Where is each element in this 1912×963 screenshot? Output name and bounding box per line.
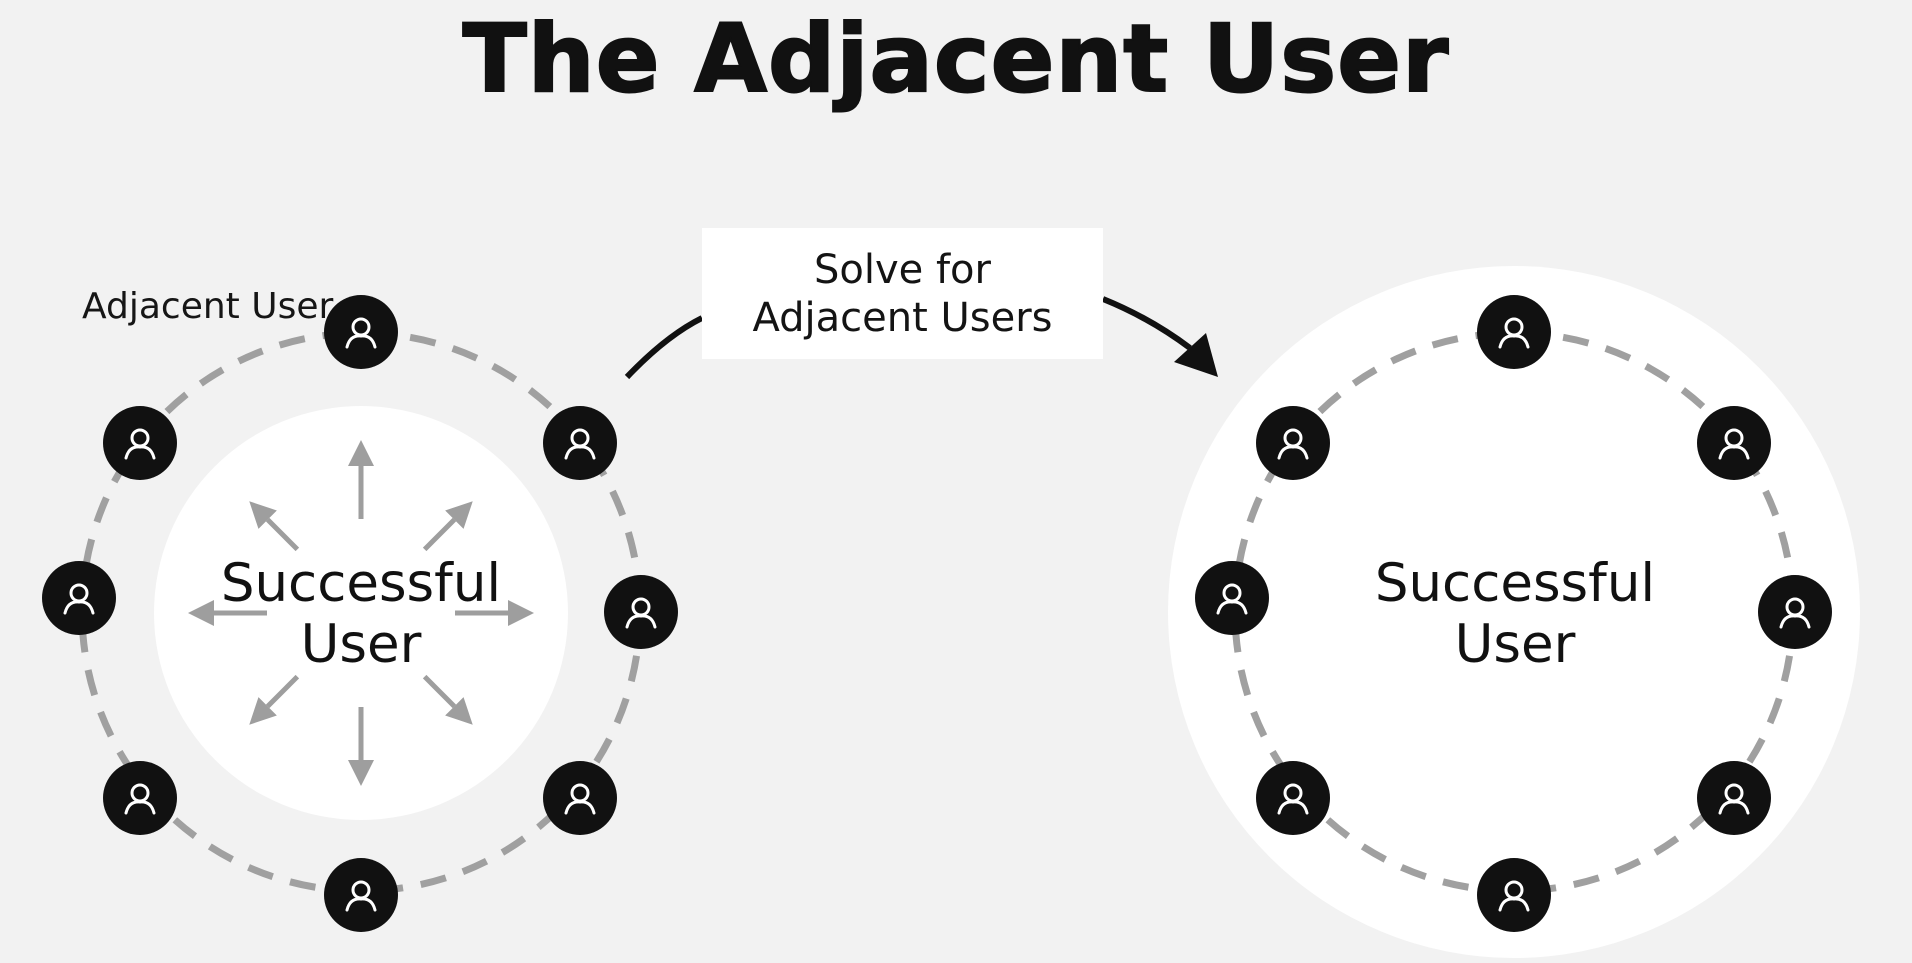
expand-arrow [249, 501, 300, 552]
user-icon [1758, 575, 1832, 649]
left-center-line-2: User [300, 614, 422, 675]
user-icon [103, 761, 177, 835]
page-title: The Adjacent User [462, 5, 1450, 114]
expand-arrow [249, 674, 300, 725]
right-center-line-2: User [1454, 614, 1576, 675]
user-icon [1256, 406, 1330, 480]
right-center-label: Successful User [1325, 553, 1705, 675]
user-icon [1477, 295, 1551, 369]
user-icon [1477, 858, 1551, 932]
expand-arrow [422, 501, 473, 552]
left-arrow-group [188, 440, 534, 786]
user-icon [1697, 761, 1771, 835]
right-center-line-1: Successful [1374, 553, 1656, 614]
user-icon [103, 406, 177, 480]
connector-curve-tail [1101, 296, 1192, 351]
user-icon [324, 295, 398, 369]
expand-arrow [348, 707, 374, 786]
user-icon [324, 858, 398, 932]
connector-arrowhead [1174, 333, 1218, 377]
left-center-label: Successful User [171, 553, 551, 675]
user-icon [604, 575, 678, 649]
right-user-ring [1195, 295, 1832, 932]
user-icon [1195, 561, 1269, 635]
callout-line-2: Adjacent Users [752, 294, 1053, 341]
expand-arrow [188, 600, 267, 626]
left-user-ring [42, 295, 678, 932]
expand-arrow [455, 600, 534, 626]
callout-line-1: Solve for [814, 246, 991, 293]
user-icon [42, 561, 116, 635]
expand-arrow [422, 674, 473, 725]
user-icon [1697, 406, 1771, 480]
left-center-line-1: Successful [220, 553, 502, 614]
adjacent-user-label: Adjacent User [82, 286, 334, 327]
user-icon [543, 406, 617, 480]
solve-callout-box: Solve for Adjacent Users [702, 228, 1103, 359]
connector-curve [624, 315, 704, 380]
user-icon [543, 761, 617, 835]
user-icon [1256, 761, 1330, 835]
expand-arrow [348, 440, 374, 519]
right-outer-circle [1168, 266, 1860, 958]
